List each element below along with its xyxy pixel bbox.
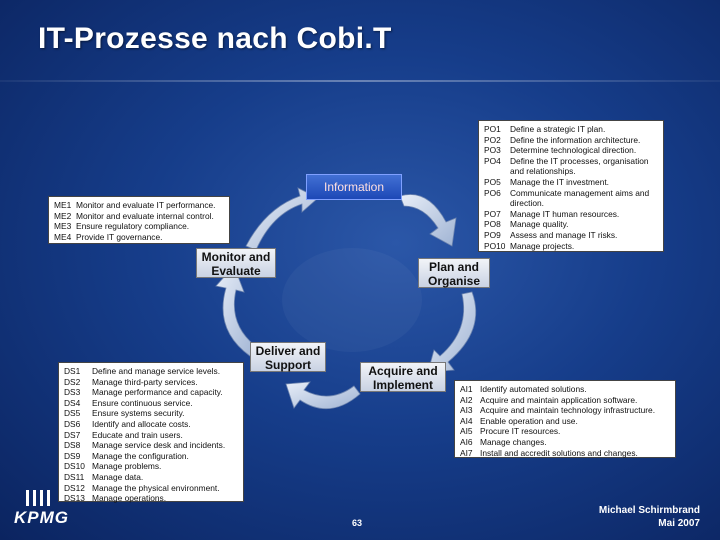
information-label: Information	[306, 174, 402, 200]
domain-deliver-label: Deliver and Support	[255, 344, 321, 372]
domain-acquire-label: Acquire and Implement	[368, 364, 438, 392]
arrow-monitor-to-info	[245, 187, 319, 251]
page-number: 63	[352, 518, 363, 528]
domain-acquire-implement: Acquire and Implement	[360, 362, 446, 392]
title-divider	[0, 80, 720, 82]
domain-plan-organise: Plan and Organise	[418, 258, 490, 288]
kpmg-logo-text: KPMG	[14, 508, 69, 527]
domain-monitor-evaluate: Monitor and Evaluate	[196, 248, 276, 278]
arrow-plan-to-acquire	[427, 291, 477, 373]
author-name: Michael Schirmbrand	[598, 505, 700, 516]
kpmg-logo-bars	[26, 490, 74, 506]
domain-deliver-support: Deliver and Support	[250, 342, 326, 372]
kpmg-logo: KPMG	[14, 490, 74, 532]
arrow-info-to-plan	[399, 194, 457, 247]
author-block: Michael Schirmbrand Mai 2007	[599, 504, 700, 530]
author-date: Mai 2007	[658, 518, 700, 529]
arrow-acquire-to-deliver	[285, 381, 361, 410]
domain-monitor-label: Monitor and Evaluate	[201, 250, 271, 278]
slide-title: IT-Prozesse nach Cobi.T	[38, 22, 392, 55]
domain-plan-label: Plan and Organise	[427, 260, 481, 288]
